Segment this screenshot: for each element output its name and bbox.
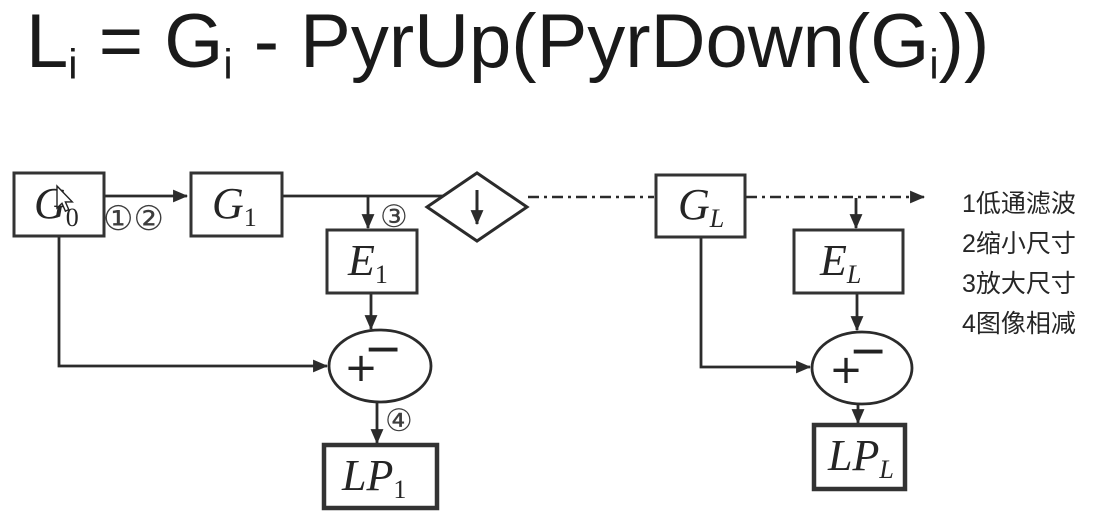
page-title: Li = Gi - PyrUp(PyrDown(Gi))	[26, 0, 989, 88]
node-lpl-label: LPL	[827, 431, 894, 484]
node-el-label-main: E	[819, 236, 847, 285]
node-e1-box	[325, 228, 419, 295]
node-g1-box	[189, 171, 284, 238]
node-g1-label-sub: 1	[244, 203, 257, 232]
node-el-label-sub: L	[846, 260, 861, 289]
node-lp1-label: LP1	[341, 451, 406, 504]
title-subscript: i	[929, 40, 939, 88]
step-marker-1-2: ①②	[103, 199, 164, 239]
node-lp1-label-main: LP	[341, 451, 393, 500]
node-gl-label: GL	[678, 180, 724, 233]
legend-item-1: 1低通滤波	[962, 190, 1076, 218]
edge-g0-sum1	[57, 237, 329, 373]
legend-item-2: 2缩小尺寸	[962, 230, 1076, 258]
step-marker-4: ④	[385, 403, 413, 439]
sum1-minus-sign: −	[364, 321, 403, 375]
title-part: = G	[77, 0, 224, 84]
legend-item-4: 4图像相减	[962, 310, 1076, 338]
node-e1-label-sub: 1	[375, 260, 388, 289]
legend-item-3: 3放大尺寸	[962, 270, 1076, 298]
node-g1-label-main: G	[212, 179, 244, 228]
legend: 1低通滤波 2缩小尺寸 3放大尺寸 4图像相减	[962, 184, 1108, 344]
node-lp1-box	[321, 442, 440, 511]
title-part: - PyrUp(PyrDown(G	[232, 0, 930, 84]
sum2-ellipse	[810, 330, 914, 406]
mouse-cursor	[56, 184, 74, 213]
title-subscript: i	[68, 40, 78, 88]
sum1-ellipse	[327, 328, 433, 404]
node-g1-label: G1	[212, 179, 257, 232]
sum2-plus-sign: +	[829, 347, 863, 393]
node-lpl-label-main: LP	[827, 431, 879, 480]
title-subscript: i	[223, 40, 233, 88]
node-gl-label-sub: L	[709, 204, 724, 233]
node-e1-label-main: E	[347, 236, 375, 285]
edge-gl-sum2	[699, 238, 812, 374]
node-lpl-label-sub: L	[878, 455, 893, 484]
sum1-plus-sign: +	[344, 345, 378, 391]
node-el-box	[792, 228, 905, 295]
sum2-minus-sign: −	[849, 323, 888, 377]
title-part: L	[26, 0, 69, 84]
node-gl-box	[654, 173, 747, 239]
node-e1-label: E1	[347, 236, 388, 289]
node-gl-label-main: G	[678, 180, 710, 229]
node-lp1-label-sub: 1	[393, 475, 406, 504]
node-lpl-box	[811, 422, 908, 492]
step-marker-3: ③	[380, 199, 408, 235]
title-part: ))	[938, 0, 990, 84]
node-el-label: EL	[819, 236, 861, 289]
